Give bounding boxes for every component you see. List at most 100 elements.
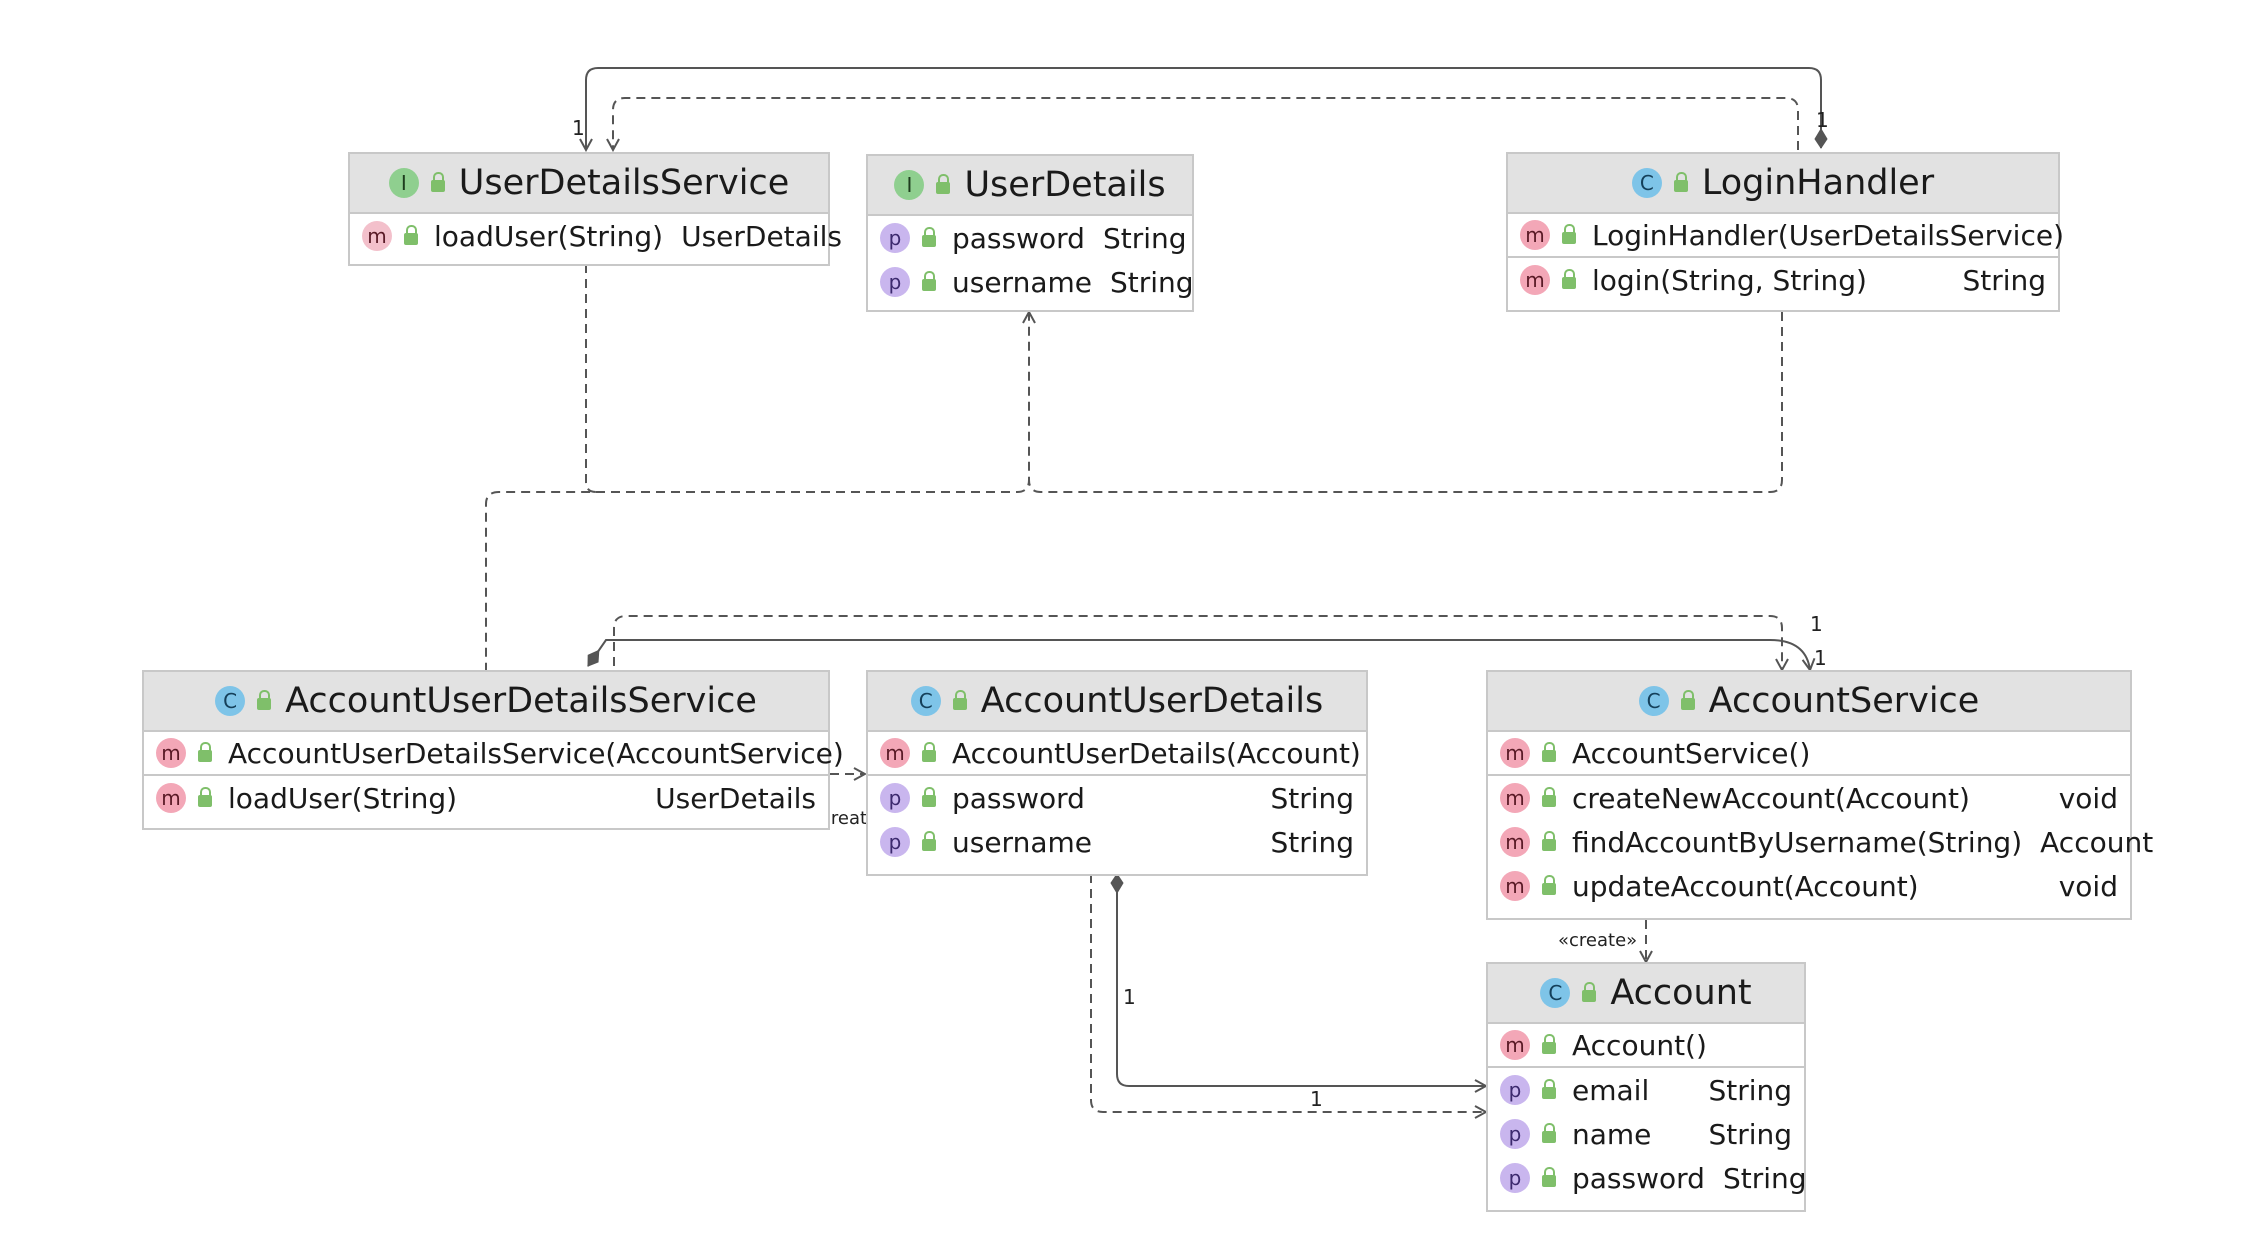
member-row[interactable]: m login(String, String) String <box>1508 258 2058 302</box>
property-icon: p <box>880 223 910 253</box>
member-row[interactable]: m LoginHandler(UserDetailsService) <box>1508 214 2064 258</box>
member-type: String <box>1270 825 1354 859</box>
member-name: password <box>952 221 1085 255</box>
method-icon: m <box>1500 827 1530 857</box>
member-row[interactable]: m AccountUserDetailsService(AccountServi… <box>144 732 844 776</box>
class-header: I UserDetailsService <box>350 154 828 214</box>
member-name: updateAccount(Account) <box>1572 869 1919 903</box>
member-type: String <box>1270 781 1354 815</box>
member-name: loadUser(String) <box>228 781 458 815</box>
member-name: createNewAccount(Account) <box>1572 781 1970 815</box>
class-box-accountservice[interactable]: C AccountService m AccountService() m cr… <box>1486 670 2153 920</box>
member-type: String <box>1708 1073 1792 1107</box>
member-name: email <box>1572 1073 1650 1107</box>
public-lock-icon <box>198 787 212 807</box>
member-type: String <box>1110 265 1194 299</box>
member-row[interactable]: p password String <box>1488 1156 1807 1200</box>
member-row[interactable]: p name String <box>1488 1112 1804 1156</box>
multiplicity-label: 1 <box>1123 985 1136 1009</box>
class-box-accountuserdetailsservice[interactable]: C AccountUserDetailsService m AccountUse… <box>142 670 844 830</box>
public-lock-icon <box>952 690 967 710</box>
member-row[interactable]: m updateAccount(Account) void <box>1488 864 2130 908</box>
member-name: login(String, String) <box>1592 263 1867 297</box>
member-row[interactable]: p password String <box>868 216 1192 260</box>
member-type: String <box>1708 1117 1792 1151</box>
member-type: String <box>1102 221 1187 255</box>
public-lock-icon <box>1673 172 1688 192</box>
create-stereotype-label: «create» <box>1558 930 1638 951</box>
public-lock-icon <box>198 742 212 762</box>
class-icon: C <box>1540 978 1571 1008</box>
method-icon: m <box>1500 738 1530 768</box>
public-lock-icon <box>1542 1034 1556 1054</box>
member-name: AccountService() <box>1572 736 1811 770</box>
method-icon: m <box>880 738 910 768</box>
public-lock-icon <box>1562 269 1576 289</box>
property-icon: p <box>880 267 910 297</box>
class-box-accountuserdetails[interactable]: C AccountUserDetails m AccountUserDetail… <box>866 670 1368 876</box>
class-header: C AccountService <box>1488 672 2130 732</box>
property-icon: p <box>880 783 910 813</box>
member-name: name <box>1572 1117 1652 1151</box>
member-name: findAccountByUsername(String) <box>1572 825 2023 859</box>
member-row[interactable]: m AccountUserDetails(Account) <box>868 732 1366 776</box>
method-icon: m <box>362 221 392 251</box>
class-header: C Account <box>1488 964 1804 1024</box>
class-box-account[interactable]: C Account m Account() p email String p n… <box>1486 962 1807 1212</box>
edge-loginhandler-to-userdetails <box>1029 312 1783 493</box>
member-type: Account <box>2040 825 2154 859</box>
multiplicity-label: 1 <box>1814 646 1827 670</box>
member-name: username <box>952 825 1092 859</box>
class-icon: C <box>215 686 246 716</box>
member-row[interactable]: m loadUser(String) UserDetails <box>350 214 842 258</box>
member-type: String <box>1722 1161 1807 1195</box>
class-name: AccountUserDetails <box>980 681 1324 721</box>
member-row[interactable]: p username String <box>868 820 1366 864</box>
multiplicity-label: 1 <box>572 116 585 140</box>
member-type: UserDetails <box>655 781 816 815</box>
class-header: C AccountUserDetailsService <box>144 672 828 732</box>
class-name: UserDetails <box>964 165 1166 205</box>
class-name: AccountUserDetailsService <box>285 681 757 721</box>
class-icon: C <box>910 686 941 716</box>
edge-loginhandler-to-userdetailsservice <box>586 67 1821 150</box>
member-type: void <box>2058 781 2118 815</box>
public-lock-icon <box>1542 1123 1556 1143</box>
public-lock-icon <box>430 172 445 192</box>
class-header: I UserDetails <box>868 156 1192 216</box>
member-name: password <box>952 781 1085 815</box>
member-row[interactable]: m findAccountByUsername(String) Account <box>1488 820 2153 864</box>
property-icon: p <box>1500 1163 1530 1193</box>
member-row[interactable]: p email String <box>1488 1068 1804 1112</box>
multiplicity-label: 1 <box>1310 1087 1323 1111</box>
member-row[interactable]: m Account() <box>1488 1024 1804 1068</box>
member-row[interactable]: m AccountService() <box>1488 732 2130 776</box>
class-box-userdetails[interactable]: I UserDetails p password String p userna… <box>866 154 1194 312</box>
member-row[interactable]: m loadUser(String) UserDetails <box>144 776 828 820</box>
class-icon: C <box>1638 686 1669 716</box>
member-row[interactable]: m createNewAccount(Account) void <box>1488 776 2130 820</box>
class-box-loginhandler[interactable]: C LoginHandler m LoginHandler(UserDetail… <box>1506 152 2064 312</box>
class-name: LoginHandler <box>1701 163 1935 203</box>
class-name: Account <box>1610 973 1752 1013</box>
public-lock-icon <box>922 742 936 762</box>
member-name: AccountUserDetails(Account) <box>952 736 1361 770</box>
edge-aud-to-account-composition <box>1117 874 1486 1086</box>
edge-loginhandler-depends-userdetailsservice <box>613 97 1799 150</box>
member-name: LoginHandler(UserDetailsService) <box>1592 218 2065 252</box>
member-name: password <box>1572 1161 1705 1195</box>
public-lock-icon <box>1562 224 1576 244</box>
public-lock-icon <box>1542 787 1556 807</box>
public-lock-icon <box>1542 831 1556 851</box>
member-row[interactable]: p username String <box>868 260 1194 304</box>
member-name: AccountUserDetailsService(AccountService… <box>228 736 844 770</box>
edge-uds-to-userdetails <box>596 479 1030 493</box>
member-type: String <box>1962 263 2046 297</box>
class-box-userdetailsservice[interactable]: I UserDetailsService m loadUser(String) … <box>348 152 842 266</box>
method-icon: m <box>1520 220 1550 250</box>
member-row[interactable]: p password String <box>868 776 1366 820</box>
method-icon: m <box>1500 783 1530 813</box>
method-icon: m <box>1520 265 1550 295</box>
